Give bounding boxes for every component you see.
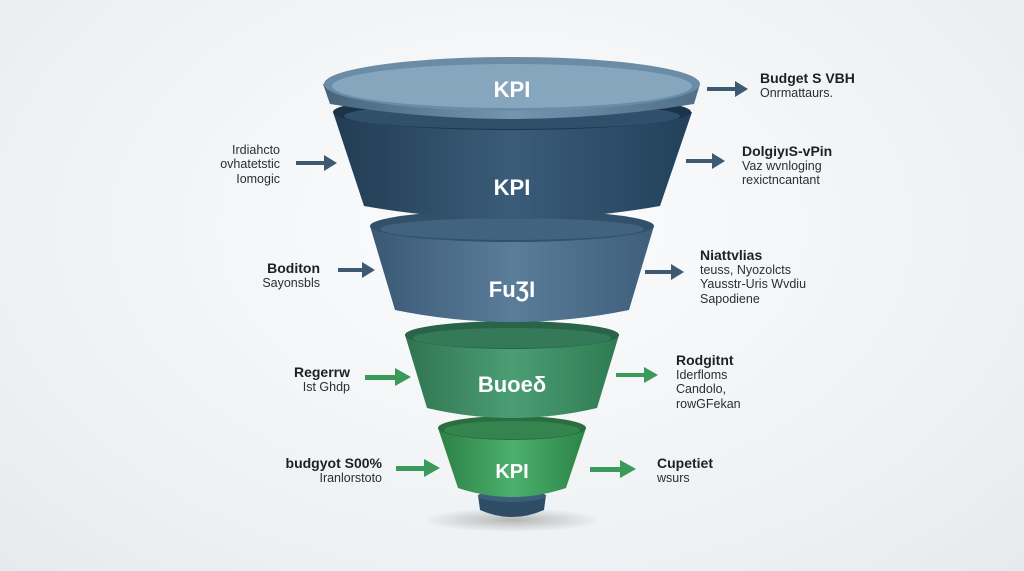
funnel-stage-3: FuƷI bbox=[370, 210, 654, 322]
annotation-right-5-line-1: wsurs bbox=[657, 471, 690, 486]
stage-2-label: KPI bbox=[494, 175, 531, 200]
annotation-left-4-title: budgyot S00% bbox=[285, 455, 382, 471]
funnel-stage-1: KPI bbox=[323, 57, 700, 119]
stage-1-label: KPI bbox=[494, 77, 531, 102]
annotation-right-4-line-1: Iderfloms bbox=[676, 368, 728, 383]
annotation-right-2-line-2: rexictncantant bbox=[742, 173, 820, 188]
annotation-right-4-line-2: Candolo, bbox=[676, 382, 727, 397]
annotation-right-3-line-2: Yausstr-Uris Wvdiu bbox=[700, 277, 807, 292]
annotation-left-2: Boditon Sayonsbls bbox=[262, 260, 320, 290]
annotation-left-1-line-3: Iomogic bbox=[236, 171, 280, 186]
annotation-left-3: Regerrw Ist Ghdp bbox=[294, 364, 350, 394]
annotation-left-4-line-1: Iranlorstoto bbox=[319, 471, 382, 486]
arrow-right-2 bbox=[686, 153, 725, 169]
annotation-left-4: budgyot S00% Iranlorstoto bbox=[286, 455, 382, 485]
arrow-right-5 bbox=[590, 460, 636, 478]
annotation-left-3-line-1: Ist Ghdp bbox=[302, 380, 350, 395]
annotation-right-2: DolgiyıS-vPin Vaz wvnloging rexictncanta… bbox=[742, 143, 832, 188]
arrow-right-3 bbox=[645, 264, 684, 280]
annotation-right-4-title: Rodgitnt bbox=[676, 352, 734, 368]
arrow-left-3 bbox=[365, 368, 411, 386]
stage-3-label: FuƷI bbox=[489, 277, 535, 302]
annotation-left-1: Irdiahcto ovhatetstic Iomogic bbox=[220, 143, 280, 186]
annotation-left-2-title: Boditon bbox=[267, 260, 320, 276]
stage-4-label: Buoeδ bbox=[478, 372, 546, 397]
annotation-right-3-line-1: teuss, Nyozolcts bbox=[700, 263, 792, 278]
annotation-left-1-line-1: Irdiahcto bbox=[232, 143, 280, 157]
arrow-right-4 bbox=[616, 367, 658, 383]
arrow-right-1 bbox=[707, 81, 748, 97]
annotation-right-3-line-3: Sapodiene bbox=[700, 291, 760, 306]
annotation-right-5: Cupetiet wsurs bbox=[657, 455, 713, 485]
funnel-stage-4: Buoeδ bbox=[405, 321, 619, 418]
funnel-stage-5: KPI bbox=[438, 416, 586, 497]
annotation-right-4: Rodgitnt Iderfloms Candolo, rowGFekan bbox=[676, 352, 741, 411]
funnel-shadow bbox=[422, 508, 602, 532]
annotation-right-2-line-1: Vaz wvnloging bbox=[742, 159, 822, 174]
annotation-left-1-line-2: ovhatetstic bbox=[220, 157, 280, 172]
annotation-right-2-title: DolgiyıS-vPin bbox=[742, 143, 833, 159]
annotation-right-3-title: Niattvlias bbox=[700, 247, 763, 263]
arrow-left-4 bbox=[396, 459, 440, 477]
annotation-right-1-line-1: Onrmattaurs. bbox=[760, 86, 833, 101]
arrow-left-1 bbox=[296, 155, 337, 171]
annotation-right-3: Niattvlias teuss, Nyozolcts Yausstr-Uris… bbox=[700, 247, 806, 306]
arrow-left-2 bbox=[338, 262, 375, 278]
annotation-left-2-line-1: Sayonsbls bbox=[262, 276, 320, 291]
annotation-right-1-title: Budget S VBH bbox=[760, 70, 855, 86]
annotation-right-1: Budget S VBH Onrmattaurs. bbox=[760, 70, 855, 100]
annotation-right-5-title: Cupetiet bbox=[657, 455, 713, 471]
annotation-left-3-title: Regerrw bbox=[293, 364, 350, 380]
stage-5-label: KPI bbox=[495, 461, 528, 483]
annotation-right-4-line-3: rowGFekan bbox=[676, 396, 741, 411]
